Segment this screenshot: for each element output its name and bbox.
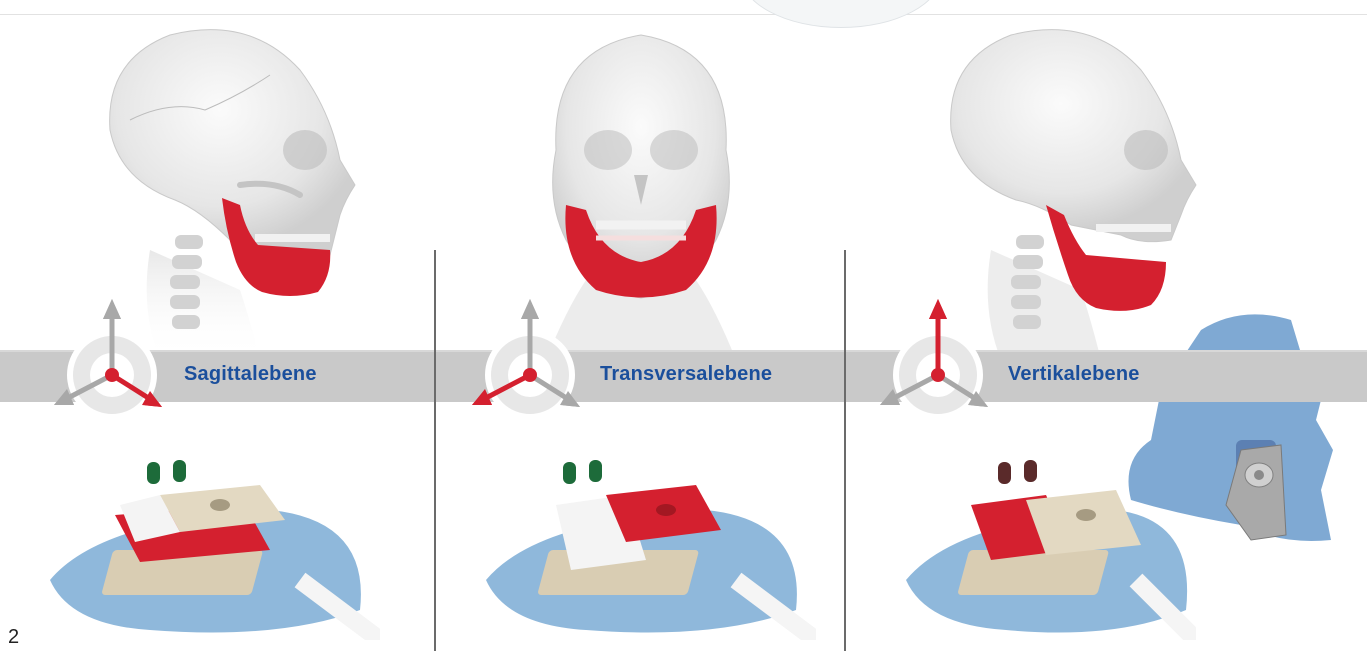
bite-tray-attachment-icon [1121,300,1341,550]
panel-sagittal [0,0,434,651]
plane-band-top-edge [0,350,1367,352]
bite-device-sagittal-icon [40,450,380,640]
page-number: 2 [8,626,19,649]
panel-transversal [436,0,844,651]
label-sagittal: Sagittalebene [184,363,317,386]
panel-divider-2 [844,250,846,651]
label-transversal: Transversalebene [600,363,772,386]
label-vertical: Vertikalebene [1008,363,1140,386]
panel-divider-1 [434,250,436,651]
panel-vertical [846,0,1367,651]
bite-device-transversal-icon [476,450,816,640]
